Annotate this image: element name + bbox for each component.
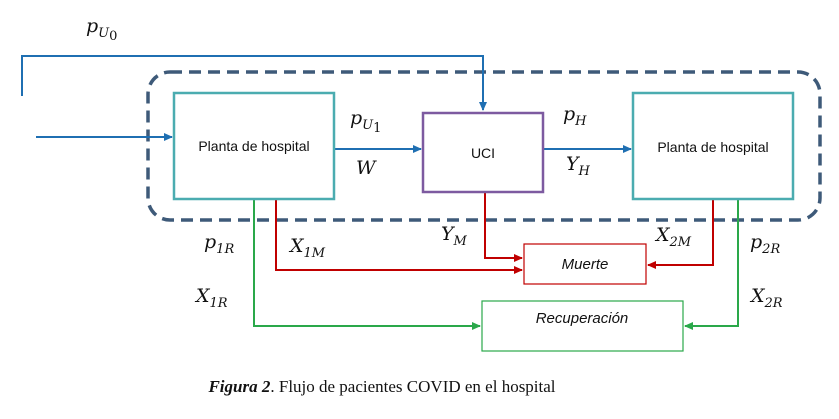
label-X2M: X2M: [654, 224, 692, 250]
label-p2R: p2R: [750, 231, 780, 257]
box-planta-left: [172, 91, 336, 201]
arrow-X2R: [684, 199, 739, 330]
recuperacion-label: Recuperación: [536, 310, 629, 327]
arrow-X1R: [253, 199, 481, 330]
arrow-X1M: [275, 199, 523, 274]
label-pU0: pU0: [86, 15, 117, 44]
label-pH: pH: [563, 103, 587, 129]
muerte-label: Muerte: [562, 256, 609, 273]
label-YM: YM: [441, 223, 468, 249]
label-X1R: X1R: [194, 285, 228, 311]
label-W: W: [356, 157, 377, 179]
figure-caption: Figura 2. Flujo de pacientes COVID en el…: [207, 377, 555, 396]
planta-right-label: Planta de hospital: [657, 139, 768, 155]
label-p1R: p1R: [204, 231, 234, 257]
box-uci: [421, 111, 545, 194]
label-pU1: pU1: [350, 107, 381, 136]
arrow-YM: [484, 192, 523, 262]
box-planta-right: [631, 91, 795, 201]
label-X1M: X1M: [288, 235, 326, 261]
box-recuperacion: [481, 300, 684, 352]
planta-left-label: Planta de hospital: [198, 138, 309, 154]
label-YH: YH: [566, 153, 591, 179]
uci-label: UCI: [471, 145, 495, 161]
label-X2R: X2R: [749, 285, 783, 311]
arrow-X2M: [647, 199, 714, 269]
box-muerte: [523, 243, 647, 285]
arrow-pU0: [21, 55, 487, 111]
